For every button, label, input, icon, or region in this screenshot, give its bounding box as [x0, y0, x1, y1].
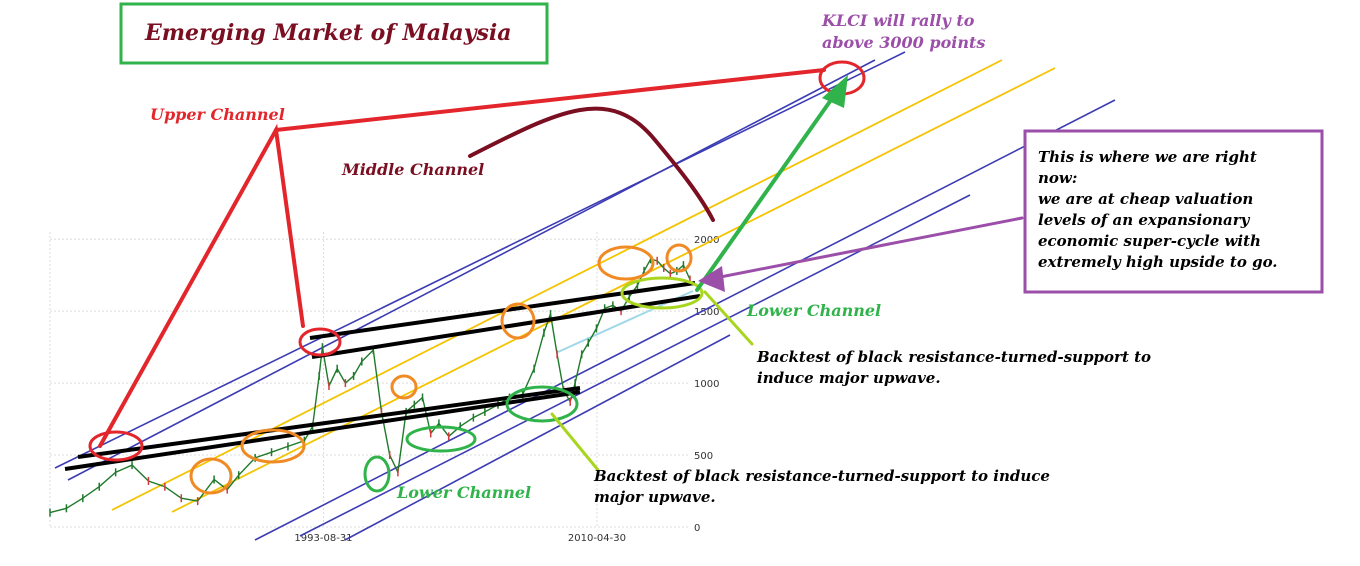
callout-box: [1023, 129, 1324, 294]
black-support-line: [311, 294, 701, 359]
klci-target-line2: above 3000 points: [822, 33, 985, 52]
orange-circle: [597, 245, 655, 281]
backtest1-pointer: [703, 290, 754, 346]
orange-circle: [665, 243, 693, 273]
callout-line: extremely high upside to go.: [1038, 253, 1278, 271]
backtest1-line1: Backtest of black resistance-turned-supp…: [756, 348, 1151, 366]
red-circle-1993: [298, 327, 342, 357]
y-tick-label: 1000: [694, 379, 719, 390]
black-support-line: [77, 386, 581, 459]
rally-arrow-shaft: [695, 88, 840, 292]
orange-circle: [390, 374, 418, 400]
blue-channel-line: [54, 51, 906, 469]
x-tick-label: 2010-04-30: [568, 533, 626, 544]
backtest2-line2: major upwave.: [594, 488, 716, 506]
orange-circle: [189, 457, 233, 495]
blue-channel-line: [299, 194, 971, 537]
upper-channel-to-target: [274, 68, 826, 132]
klci-target-line1: KLCI will rally to: [821, 11, 975, 30]
callout-line: levels of an expansionary: [1038, 211, 1251, 229]
backtest2-pointer: [550, 412, 600, 472]
x-axis-ticks: 1993-08-31 2010-04-30: [294, 533, 626, 544]
black-support-line: [309, 281, 696, 340]
green-circle: [405, 425, 477, 453]
lower-channel-right-label: Lower Channel: [746, 301, 881, 320]
y-axis-ticks: 0 500 1000 1500 2000: [694, 235, 719, 534]
orange-circle: [240, 428, 306, 464]
callout-line: now:: [1038, 169, 1077, 187]
yellow-channel-line: [171, 67, 1056, 513]
callout-line: economic super-cycle with: [1038, 232, 1261, 250]
y-tick-label: 0: [694, 523, 700, 534]
yellow-channel-lines: [111, 59, 1056, 513]
black-support-lines: [64, 281, 701, 471]
callout-pointer: [703, 216, 1024, 282]
yellow-channel-line: [111, 59, 1003, 511]
highlight-circles: [88, 60, 866, 495]
backtest1-line2: induce major upwave.: [757, 369, 941, 387]
callout-line: This is where we are right: [1038, 148, 1257, 166]
rally-arrow-head: [822, 75, 848, 108]
callout-arrow-head: [698, 266, 725, 292]
backtest2-line1: Backtest of black resistance-turned-supp…: [593, 467, 1050, 485]
annotation-strokes: [98, 68, 1024, 472]
blue-channel-line: [67, 59, 876, 481]
x-tick-label: 1993-08-31: [294, 533, 352, 544]
black-support-line: [64, 390, 581, 471]
y-tick-label: 500: [694, 451, 713, 462]
upper-channel-pointer: [98, 123, 305, 448]
red-circle-start: [88, 430, 144, 462]
title-box: [119, 2, 549, 65]
chart-title: Emerging Market of Malaysia: [144, 20, 511, 46]
lime-circle: [620, 276, 704, 310]
middle-channel-arc: [468, 106, 715, 222]
orange-circle: [500, 302, 536, 340]
upper-channel-label: Upper Channel: [150, 105, 285, 124]
blue-channel-line: [344, 334, 731, 541]
green-circle: [505, 385, 579, 423]
y-tick-label: 2000: [694, 235, 719, 246]
middle-channel-label: Middle Channel: [341, 160, 484, 179]
lower-channel-bottom-label: Lower Channel: [396, 483, 531, 502]
green-circle: [363, 455, 391, 493]
callout-line: we are at cheap valuation: [1038, 190, 1253, 208]
chart-grid: [49, 232, 690, 528]
y-tick-label: 1500: [694, 307, 719, 318]
